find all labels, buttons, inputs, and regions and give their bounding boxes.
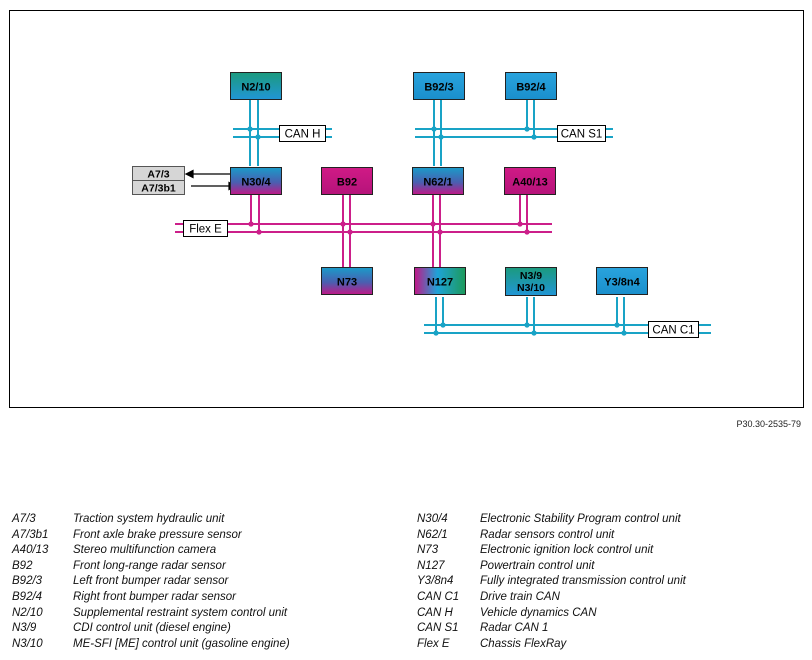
network-topology-diagram: CAN H CAN S1 Flex E CAN C1 A7/3 A7/3b1 N… (9, 10, 804, 408)
component-b92-4: B92/4 (505, 72, 557, 100)
svg-text:N73: N73 (337, 277, 357, 289)
component-n73: N73 (321, 267, 373, 295)
component-b92: B92 (321, 167, 373, 195)
legend-code: N73 (417, 544, 439, 557)
svg-text:Flex E: Flex E (189, 224, 222, 236)
legend-item: N127 Powertrain control unit (417, 559, 686, 575)
legend-desc: Drive train CAN (480, 590, 560, 603)
legend-item: B92/4 Right front bumper radar sensor (12, 590, 290, 606)
svg-text:B92/4: B92/4 (516, 82, 546, 94)
legend-code: N30/4 (417, 513, 448, 525)
legend-code: N3/10 (12, 637, 43, 650)
component-n30-4: N30/4 (230, 167, 282, 195)
bus-label-can-h: CAN H (279, 125, 326, 142)
legend-code: B92/3 (12, 575, 43, 588)
legend-code: CAN H (417, 606, 453, 619)
legend-code: B92/4 (12, 590, 43, 603)
svg-text:N3/9: N3/9 (520, 270, 542, 282)
legend-left-column: A7/3 Traction system hydraulic unit A7/3b… (12, 512, 290, 652)
legend-desc: Radar CAN 1 (480, 622, 549, 635)
flex-e-bus (175, 195, 552, 267)
legend-code: A40/13 (12, 544, 49, 557)
legend-desc: Supplemental restraint system control un… (73, 606, 288, 619)
svg-text:CAN S1: CAN S1 (561, 129, 603, 141)
legend-code: N2/10 (12, 606, 43, 619)
legend-code: CAN S1 (417, 622, 459, 635)
component-n3-9-n3-10: N3/9 N3/10 (505, 267, 557, 296)
bus-label-flex-e: Flex E (183, 220, 228, 237)
svg-text:N3/10: N3/10 (517, 282, 545, 294)
legend-item: N3/10 ME-SFI [ME] control unit (gasoline … (12, 637, 290, 653)
component-n62-1: N62/1 (412, 167, 464, 195)
legend-item: A7/3 Traction system hydraulic unit (12, 512, 290, 528)
legend-item: CAN C1 Drive train CAN (417, 590, 686, 606)
legend-code: Y3/8n4 (417, 575, 454, 588)
legend-item: CAN S1 Radar CAN 1 (417, 621, 686, 637)
legend-code: Flex E (417, 637, 450, 650)
flex-e-junctions (248, 221, 530, 235)
legend-code: N3/9 (12, 622, 37, 635)
bus-label-can-c1: CAN C1 (648, 321, 699, 338)
legend-desc: Chassis FlexRay (480, 637, 567, 650)
svg-text:N127: N127 (427, 277, 453, 289)
legend-item: A7/3b1 Front axle brake pressure sensor (12, 528, 290, 544)
component-y3-8n4: Y3/8n4 (596, 267, 648, 295)
svg-text:A7/3b1: A7/3b1 (141, 183, 176, 195)
legend-code: N127 (417, 559, 445, 572)
legend-item: A40/13 Stereo multifunction camera (12, 543, 290, 559)
legend-desc: Radar sensors control unit (480, 528, 615, 541)
legend-right-column: N30/4 Electronic Stability Program contro… (417, 512, 686, 652)
figure-reference: P30.30-2535-79 (736, 419, 801, 429)
svg-text:A40/13: A40/13 (512, 177, 547, 189)
legend-item: N2/10 Supplemental restraint system contr… (12, 606, 290, 622)
legend-desc: Front long-range radar sensor (73, 559, 226, 572)
svg-text:N62/1: N62/1 (423, 177, 452, 189)
legend-item: B92 Front long-range radar sensor (12, 559, 290, 575)
can-c1-junctions (433, 322, 627, 336)
can-s1-junctions (431, 126, 537, 140)
legend-desc: Fully integrated transmission control un… (480, 575, 686, 588)
component-a40-13: A40/13 (504, 167, 556, 195)
legend-item: N73 Electronic ignition lock control unit (417, 543, 686, 559)
svg-text:CAN H: CAN H (285, 129, 321, 141)
legend-item: N30/4 Electronic Stability Program contro… (417, 512, 686, 528)
svg-text:N30/4: N30/4 (241, 177, 271, 189)
external-unit-box: A7/3 A7/3b1 (132, 166, 185, 195)
legend-code: CAN C1 (417, 590, 460, 603)
legend-desc: Electronic Stability Program control uni… (480, 513, 681, 525)
legend-code: A7/3b1 (12, 528, 49, 541)
legend-desc: Right front bumper radar sensor (73, 590, 236, 603)
legend-item: CAN H Vehicle dynamics CAN (417, 606, 686, 622)
legend-item: Y3/8n4 Fully integrated transmission cont… (417, 574, 686, 590)
legend-desc: Electronic ignition lock control unit (480, 544, 654, 557)
legend-item: B92/3 Left front bumper radar sensor (12, 574, 290, 590)
can-h-junctions (247, 126, 261, 140)
svg-text:A7/3: A7/3 (147, 169, 169, 181)
legend-desc: Left front bumper radar sensor (73, 575, 229, 588)
diagram-frame (9, 10, 804, 408)
component-n127: N127 (414, 267, 466, 295)
legend-item: N62/1 Radar sensors control unit (417, 528, 686, 544)
legend-desc: Powertrain control unit (480, 559, 595, 572)
legend-desc: Stereo multifunction camera (73, 544, 217, 557)
component-n2-10: N2/10 (230, 72, 282, 100)
svg-text:N2/10: N2/10 (241, 82, 270, 94)
legend-desc: Traction system hydraulic unit (73, 513, 225, 525)
legend-desc: Front axle brake pressure sensor (73, 528, 242, 541)
legend-desc: Vehicle dynamics CAN (480, 606, 597, 619)
legend-item: Flex E Chassis FlexRay (417, 637, 686, 653)
legend-item: N3/9 CDI control unit (diesel engine) (12, 621, 290, 637)
svg-text:Y3/8n4: Y3/8n4 (604, 277, 640, 289)
legend-code: N62/1 (417, 528, 448, 541)
legend-desc: ME-SFI [ME] control unit (gasoline engin… (73, 637, 290, 650)
component-b92-3: B92/3 (413, 72, 465, 100)
svg-text:CAN C1: CAN C1 (652, 325, 694, 337)
legend-desc: CDI control unit (diesel engine) (73, 622, 231, 635)
bus-label-can-s1: CAN S1 (557, 125, 606, 142)
svg-text:B92: B92 (337, 177, 357, 189)
legend-code: A7/3 (12, 513, 36, 525)
legend-code: B92 (12, 559, 33, 572)
svg-text:B92/3: B92/3 (424, 82, 453, 94)
